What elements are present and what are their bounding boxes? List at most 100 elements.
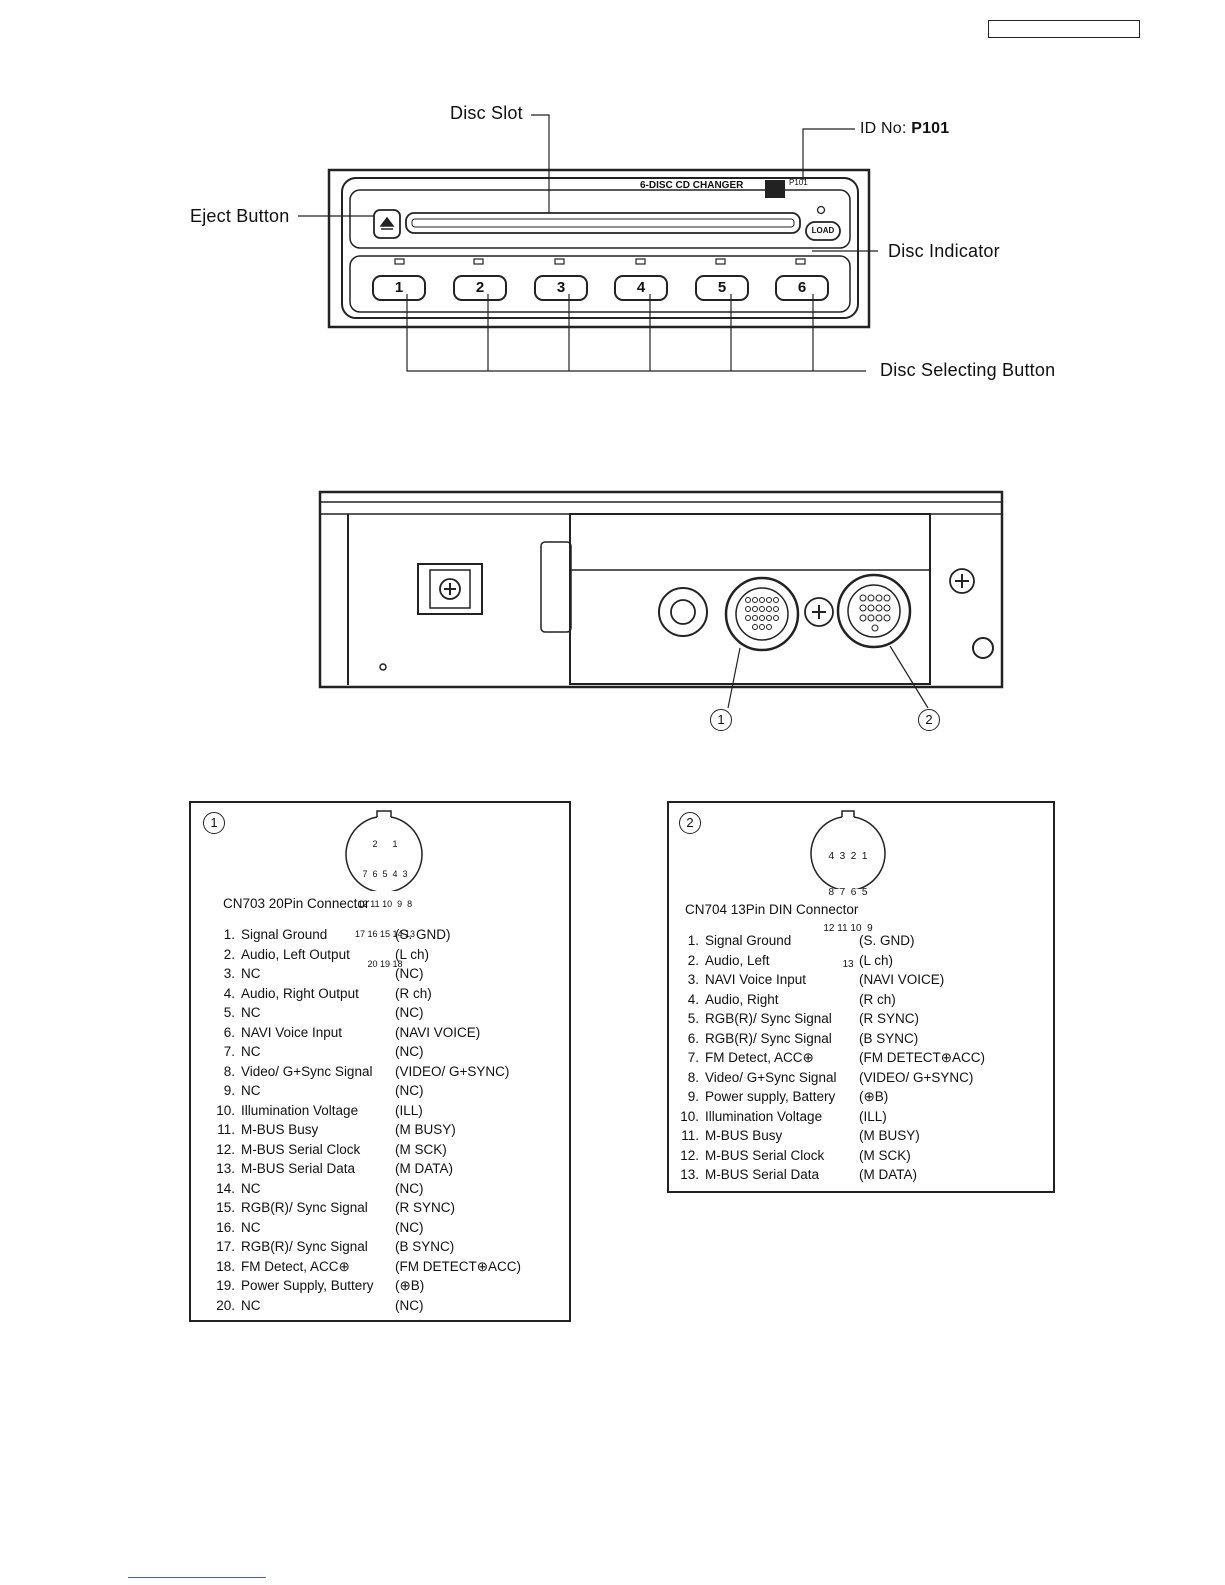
pin-row: 5.RGB(R)/ Sync Signal(R SYNC) xyxy=(669,1009,985,1029)
pin-name: RGB(R)/ Sync Signal xyxy=(705,1030,832,1046)
pin-number: 13. xyxy=(680,1167,699,1182)
pin-signal: (NAVI VOICE) xyxy=(859,972,945,987)
pin-name: Illumination Voltage xyxy=(705,1108,823,1124)
pin-name: NC xyxy=(241,966,261,981)
rear-marker-1: 1 xyxy=(710,709,732,731)
pin-signal: (VIDEO/ G+SYNC) xyxy=(859,1069,974,1085)
pin-signal: (NC) xyxy=(395,1180,424,1196)
pin-row: 6.NAVI Voice Input(NAVI VOICE) xyxy=(205,1023,521,1043)
pin-row: 1.Signal Ground(S. GND) xyxy=(669,931,985,951)
pin-row: 2.Audio, Left Output(L ch) xyxy=(205,945,521,965)
cn703-pinout-box: 1 2 1 7 6 5 4 3 12 11 10 9 8 17 16 15 14… xyxy=(189,801,571,1322)
rear-panel-housing xyxy=(318,490,1004,689)
pin-number: 14. xyxy=(216,1180,235,1196)
pin-number: 15. xyxy=(216,1200,235,1215)
pin-number: 13. xyxy=(216,1161,235,1176)
cn703-pin-row-5: 20 19 18 xyxy=(367,959,403,969)
pin-row: 9.Power supply, Battery(⊕B) xyxy=(669,1087,985,1107)
pin-name: NC xyxy=(241,1044,261,1059)
pin-signal: (R SYNC) xyxy=(395,1200,455,1215)
pin-row: 8.Video/ G+Sync Signal(VIDEO/ G+SYNC) xyxy=(669,1068,985,1088)
pin-number: 2. xyxy=(687,952,699,968)
pin-number: 7. xyxy=(223,1044,235,1059)
disc-button-3: 3 xyxy=(556,279,566,296)
pin-signal: (ILL) xyxy=(859,1108,887,1124)
pin-signal: (S. GND) xyxy=(395,927,451,942)
pin-signal: (M SCK) xyxy=(395,1141,447,1157)
disc-button-6: 6 xyxy=(797,279,807,296)
disc-slot-callout: Disc Slot xyxy=(450,103,523,123)
id-no-prefix: ID No: xyxy=(860,120,912,137)
pin-number: 3. xyxy=(223,966,235,981)
pin-name: Power supply, Battery xyxy=(705,1089,836,1104)
eject-icon xyxy=(379,216,395,230)
id-no-callout: ID No: P101 xyxy=(860,120,949,138)
pin-name: NAVI Voice Input xyxy=(241,1024,343,1040)
pin-name: RGB(R)/ Sync Signal xyxy=(241,1239,368,1254)
disc-slot xyxy=(405,212,801,234)
pin-row: 7. NC (NC) xyxy=(205,1042,521,1062)
pin-number: 20. xyxy=(216,1297,235,1313)
pin-row: 10. Illumination Voltage (ILL) xyxy=(205,1101,521,1121)
disc-button-2: 2 xyxy=(475,279,485,296)
pin-name: FM Detect, ACC⊕ xyxy=(241,1258,350,1274)
pin-number: 5. xyxy=(687,1011,699,1026)
pin-signal: (NC) xyxy=(395,1297,424,1313)
pin-signal: (R ch) xyxy=(395,985,432,1001)
ground-screw xyxy=(658,587,708,637)
pin-signal: (NC) xyxy=(395,966,424,981)
pin-signal: (M BUSY) xyxy=(859,1128,920,1143)
pin-signal: (ILL) xyxy=(395,1102,423,1118)
pin-name: M-BUS Serial Clock xyxy=(241,1141,361,1157)
disc-selecting-button-callout: Disc Selecting Button xyxy=(880,360,1056,380)
pin-name: NC xyxy=(241,1219,261,1235)
pin-name: Audio, Right Output xyxy=(241,985,359,1001)
id-no-value: P101 xyxy=(911,120,950,137)
pin-row: 11.M-BUS Busy(M BUSY) xyxy=(205,1120,521,1140)
cn703-pin-diagram-numbers: 2 1 7 6 5 4 3 12 11 10 9 8 17 16 15 14 1… xyxy=(343,819,427,989)
pin-row: 19. Power Supply, Buttery (⊕B) xyxy=(205,1276,521,1296)
disc-button-1: 1 xyxy=(394,279,404,296)
pin-signal: (S. GND) xyxy=(859,933,915,948)
cn703-pin-diagram xyxy=(345,810,423,891)
pin-name: NC xyxy=(241,1005,261,1020)
cn703-marker: 1 xyxy=(203,812,225,834)
cn703-connector xyxy=(724,576,800,652)
disc-indicators xyxy=(394,258,806,265)
pin-number: 19. xyxy=(216,1278,235,1293)
pin-signal: (VIDEO/ G+SYNC) xyxy=(395,1063,510,1079)
pin-name: Video/ G+Sync Signal xyxy=(705,1069,837,1085)
pin-signal: (M DATA) xyxy=(859,1167,917,1182)
pin-name: NAVI Voice Input xyxy=(705,972,807,987)
pin-name: Illumination Voltage xyxy=(241,1102,359,1118)
pin-signal: (L ch) xyxy=(395,946,430,962)
cn703-pin-row-1: 2 1 xyxy=(372,839,398,849)
pin-row: 1.Signal Ground(S. GND) xyxy=(205,925,521,945)
pin-signal: (⊕B) xyxy=(859,1089,889,1104)
pin-number: 11. xyxy=(217,1122,235,1137)
pin-signal: (NC) xyxy=(395,1005,424,1020)
pin-number: 6. xyxy=(687,1030,699,1046)
pin-number: 7. xyxy=(687,1050,699,1065)
cn704-pin-diagram xyxy=(810,810,886,889)
lower-panel xyxy=(349,255,851,313)
pin-signal: (⊕B) xyxy=(395,1278,425,1293)
pin-number: 10. xyxy=(680,1108,699,1124)
pin-name: NC xyxy=(241,1297,261,1313)
pin-number: 10. xyxy=(216,1102,235,1118)
pin-name: Signal Ground xyxy=(705,933,792,948)
pin-name: Power Supply, Buttery xyxy=(241,1278,374,1293)
pin-number: 3. xyxy=(687,972,699,987)
pin-signal: (NC) xyxy=(395,1044,424,1059)
pin-number: 11. xyxy=(681,1128,699,1143)
pin-number: 16. xyxy=(216,1219,235,1235)
pin-row: 7.FM Detect, ACC⊕(FM DETECT⊕ACC) xyxy=(669,1048,985,1068)
pin-number: 9. xyxy=(223,1083,235,1098)
load-button xyxy=(805,221,841,241)
disc-slot-inner xyxy=(411,218,795,228)
front-panel-housing xyxy=(327,168,871,329)
pin-row: 10. Illumination Voltage (ILL) xyxy=(669,1107,985,1127)
pin-signal: (R SYNC) xyxy=(859,1011,919,1026)
cn703-pin-dots xyxy=(745,597,779,630)
bottom-link-underline xyxy=(128,1577,266,1578)
